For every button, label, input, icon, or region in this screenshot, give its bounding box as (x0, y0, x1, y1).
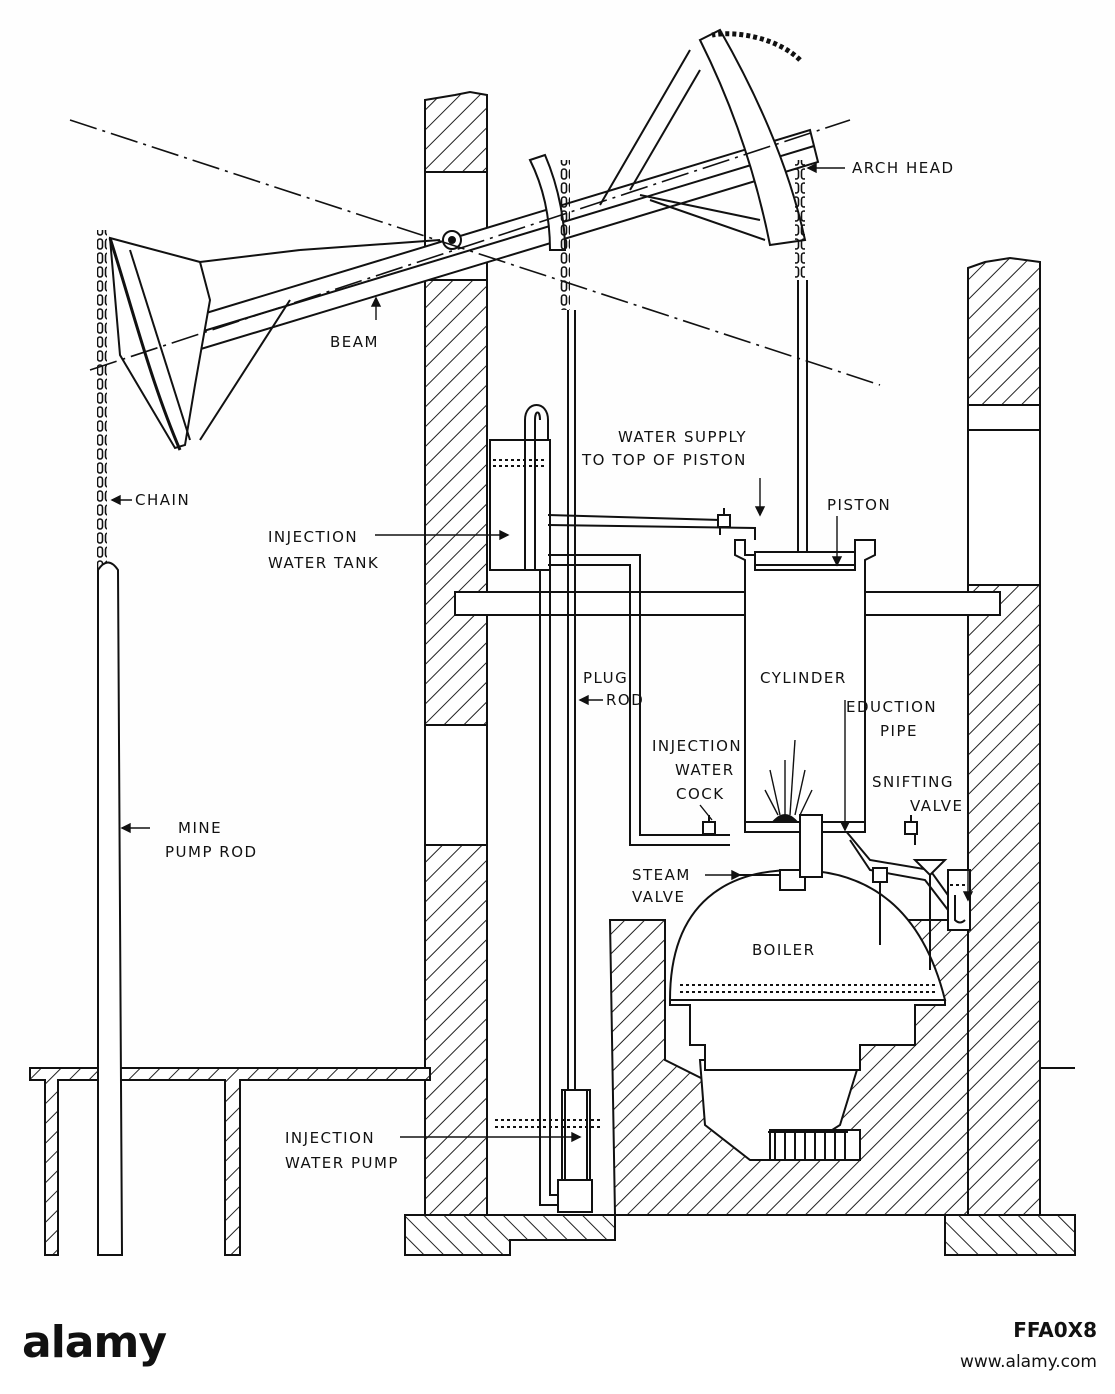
injection-water-pump (495, 1089, 600, 1213)
label-mine-pump-rod-line1: MINE (178, 819, 222, 837)
label-injection-water-pump-line1: INJECTION (285, 1129, 375, 1147)
center-lines (69, 119, 881, 386)
snifting-valve (947, 869, 971, 931)
label-injection-water-cock-line3: COCK (676, 785, 725, 803)
label-beam: BEAM (330, 333, 379, 351)
label-injection-water-cock-line1: INJECTION (652, 737, 742, 755)
boiler-shape (668, 814, 948, 1071)
plug-chain (560, 160, 570, 310)
leader-lines (110, 162, 974, 1143)
label-eduction-pipe-line2: PIPE (880, 722, 918, 740)
label-injection-water-tank-line2: WATER TANK (268, 554, 379, 572)
brand-logo: alamy (22, 1317, 166, 1368)
label-injection-water-pump-line2: WATER PUMP (285, 1154, 399, 1172)
diagram-area: ARCH HEAD BEAM CHAIN INJECTION WATER TAN… (29, 28, 1076, 1256)
foundation (29, 919, 1076, 1256)
right-chain (795, 160, 805, 280)
label-boiler: BOILER (752, 941, 816, 959)
label-plug-rod-line2: ROD (606, 691, 644, 709)
platform-floor (454, 591, 1001, 616)
right-wall (967, 256, 1041, 1241)
label-cylinder: CYLINDER (760, 669, 847, 687)
label-water-supply-line2: TO TOP OF PISTON (581, 451, 747, 469)
label-piston: PISTON (827, 496, 891, 514)
beam-assembly (108, 28, 820, 451)
label-eduction-pipe-line1: EDUCTION (846, 698, 937, 716)
injection-water-tank (489, 404, 551, 571)
stock-footer: alamy FFA0X8 www.alamy.com (0, 1300, 1115, 1390)
labels: ARCH HEAD BEAM CHAIN INJECTION WATER TAN… (135, 159, 964, 1172)
label-snifting-valve-line1: SNIFTING (872, 773, 954, 791)
label-steam-valve-line2: VALVE (632, 888, 686, 906)
label-plug-rod-line1: PLUG (583, 669, 628, 687)
newcomen-engine-diagram: ARCH HEAD BEAM CHAIN INJECTION WATER TAN… (29, 28, 1076, 1256)
label-arch-head: ARCH HEAD (852, 159, 955, 177)
label-injection-water-cock-line2: WATER (675, 761, 735, 779)
left-chain (97, 230, 107, 570)
label-water-supply-line1: WATER SUPPLY (618, 428, 747, 446)
label-chain: CHAIN (135, 491, 190, 509)
pipes (539, 514, 956, 1206)
image-id: FFA0X8 (1013, 1318, 1097, 1342)
label-snifting-valve-line2: VALVE (910, 797, 964, 815)
label-mine-pump-rod-line2: PUMP ROD (165, 843, 258, 861)
cocks (702, 508, 918, 835)
mine-pump-rod (97, 561, 124, 1256)
site-url: www.alamy.com (960, 1352, 1097, 1372)
label-steam-valve-line1: STEAM (632, 866, 691, 884)
label-injection-water-tank-line1: INJECTION (268, 528, 358, 546)
